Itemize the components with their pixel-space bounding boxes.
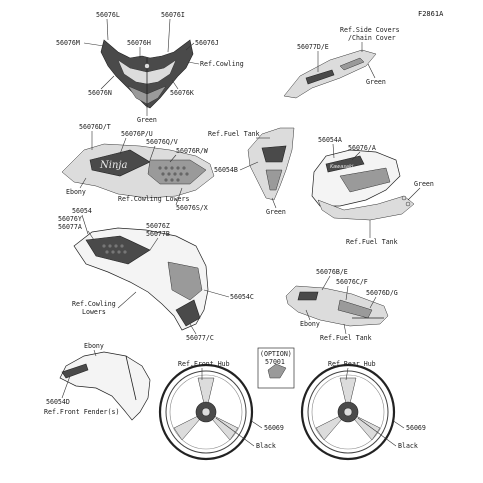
label-ref-fuel-tank-low: Ref.Fuel Tank bbox=[320, 334, 372, 342]
tank-cover-drawing bbox=[247, 127, 295, 201]
label-ebony-tank: Ebony bbox=[300, 320, 320, 328]
label-ebony-mid: Ebony bbox=[66, 188, 86, 196]
leader-lines-lower-cowling bbox=[81, 214, 230, 335]
label-56076Z: 56076Z bbox=[146, 222, 170, 230]
label-ref-front-hub: Ref.Front Hub bbox=[178, 360, 230, 368]
label-green-right-top: Green bbox=[366, 78, 386, 86]
front-wheel-drawing bbox=[158, 363, 254, 461]
label-56076I: 56076I bbox=[161, 11, 185, 19]
label-56076S-X: 56076S/X bbox=[176, 204, 208, 212]
label-57001: 57001 bbox=[265, 358, 285, 366]
fuel-tank-drawing: Kawasaki bbox=[311, 149, 415, 221]
label-56054C: 56054C bbox=[230, 293, 254, 301]
label-56076K: 56076K bbox=[170, 89, 194, 97]
label-ref-fuel-tank-right: Ref.Fuel Tank bbox=[346, 238, 398, 246]
label-56054A: 56054A bbox=[318, 136, 342, 144]
label-ebony-fender: Ebony bbox=[84, 342, 104, 350]
label-56076H: 56076H bbox=[127, 39, 151, 47]
label-ref-side-covers-1: Ref.Side Covers bbox=[340, 26, 400, 34]
label-56054D: 56054D bbox=[46, 398, 70, 406]
label-56054: 56054 bbox=[72, 207, 92, 215]
label-green-top: Green bbox=[137, 116, 157, 124]
label-56076L: 56076L bbox=[96, 11, 120, 19]
option-box bbox=[257, 347, 295, 389]
tank-side-panel-drawing bbox=[285, 285, 389, 327]
label-56076D-T: 56076D/T bbox=[79, 123, 111, 131]
leader-lines-upper-cowling bbox=[83, 18, 200, 116]
leader-lines-fuel-tank bbox=[332, 143, 421, 238]
label-56076P-U: 56076P/U bbox=[121, 130, 153, 138]
label-56077D-E: 56077D/E bbox=[297, 43, 329, 51]
label-green-tank: Green bbox=[414, 180, 434, 188]
label-ref-cowling-lowers-1: Ref.Cowling bbox=[72, 300, 116, 308]
label-green-right-mid: Green bbox=[266, 208, 286, 216]
label-56076Y: 56076Y bbox=[58, 215, 82, 223]
leader-lines-middle-cowling bbox=[79, 131, 183, 206]
label-ref-side-covers-2: /Chain Cover bbox=[348, 34, 396, 42]
rear-wheel-drawing bbox=[300, 363, 396, 461]
upper-cowling-drawing bbox=[100, 39, 194, 109]
label-ref-cowling-lowers-2: Lowers bbox=[82, 308, 106, 316]
lower-cowling-drawing bbox=[73, 227, 209, 331]
label-ref-cowling: Ref.Cowling bbox=[200, 60, 244, 68]
label-black-front: Black bbox=[256, 442, 276, 450]
label-56077A: 56077A bbox=[58, 223, 82, 231]
leader-lines-tank-side bbox=[305, 275, 377, 335]
label-ref-front-fender: Ref.Front Fender(s) bbox=[44, 408, 119, 416]
label-56076M: 56076M bbox=[56, 39, 80, 47]
label-56077-C: 56077/C bbox=[186, 334, 214, 342]
label-black-rear: Black bbox=[398, 442, 418, 450]
middle-cowling-drawing: Ninja bbox=[61, 143, 215, 199]
label-56076R-W: 56076R/W bbox=[176, 147, 208, 155]
label-56077B: 56077B bbox=[146, 230, 170, 238]
label-ref-cowling-lowers-mid: Ref.Cowling Lowers bbox=[118, 195, 189, 203]
label-56076N: 56076N bbox=[88, 89, 112, 97]
figure-code: F2861A bbox=[418, 10, 444, 18]
label-56069-front: 56069 bbox=[264, 424, 284, 432]
label-56069-rear: 56069 bbox=[406, 424, 426, 432]
leader-lines-front-wheel bbox=[201, 368, 263, 447]
label-option: (OPTION) bbox=[260, 350, 292, 358]
label-56076Q-V: 56076Q/V bbox=[146, 138, 178, 146]
label-56054B: 56054B bbox=[214, 166, 238, 174]
svg-text:Ninja: Ninja bbox=[99, 160, 127, 171]
leader-lines-tank-cover bbox=[239, 137, 277, 209]
label-56076C-F: 56076C/F bbox=[336, 278, 368, 286]
label-ref-fuel-tank-mid: Ref.Fuel Tank bbox=[208, 130, 260, 138]
side-cover-drawing bbox=[283, 49, 377, 99]
leader-lines-side-cover bbox=[317, 42, 376, 79]
label-56076-A: 56076/A bbox=[348, 144, 376, 152]
label-56076D-G: 56076D/G bbox=[366, 289, 398, 297]
leader-lines-rear-wheel bbox=[345, 367, 405, 447]
svg-text:Kawasaki: Kawasaki bbox=[330, 164, 354, 170]
leader-lines-fender bbox=[61, 349, 97, 399]
label-ref-rear-hub: Ref.Rear Hub bbox=[328, 360, 376, 368]
front-fender-drawing bbox=[59, 351, 151, 421]
label-56076B-E: 56076B/E bbox=[316, 268, 348, 276]
label-56076J: 56076J bbox=[195, 39, 219, 47]
